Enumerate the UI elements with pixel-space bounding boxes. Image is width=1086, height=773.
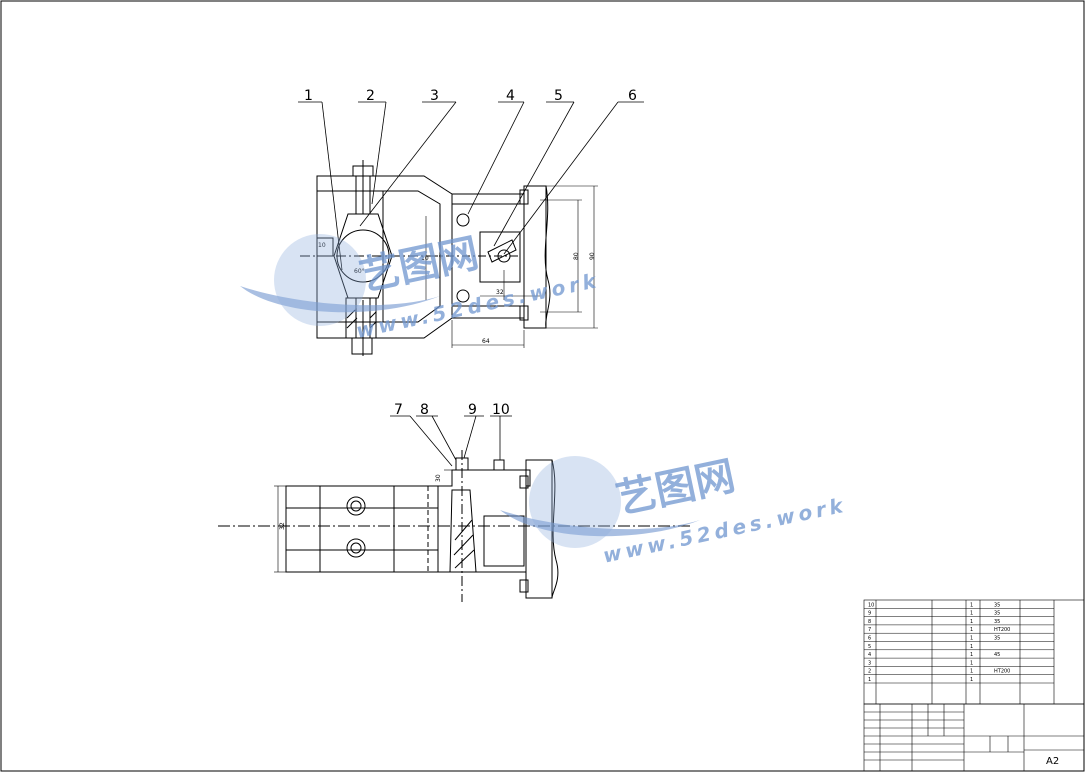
parts-cell-material: 35 bbox=[994, 611, 1000, 617]
parts-cell-no: 10 bbox=[868, 602, 874, 608]
balloon-6: 6 bbox=[628, 88, 637, 104]
dim-10-left: 10 bbox=[421, 255, 429, 262]
parts-cell-material: HT200 bbox=[994, 627, 1010, 633]
parts-cell-no: 4 bbox=[868, 652, 871, 658]
dim-80: 80 bbox=[573, 252, 580, 260]
front-view bbox=[300, 160, 551, 356]
parts-cell-material: 35 bbox=[994, 619, 1000, 625]
balloon-7: 7 bbox=[394, 402, 403, 418]
parts-list bbox=[863, 599, 1085, 705]
balloon-4: 4 bbox=[506, 88, 515, 104]
parts-cell-qty: 1 bbox=[970, 611, 973, 617]
dim-32: 32 bbox=[496, 289, 504, 296]
parts-cell-qty: 1 bbox=[970, 602, 973, 608]
parts-cell-no: 9 bbox=[868, 611, 871, 617]
top-view bbox=[218, 450, 690, 602]
title-block bbox=[863, 703, 1085, 772]
dim-60deg: 60° bbox=[354, 268, 365, 275]
parts-cell-no: 1 bbox=[868, 677, 871, 683]
dim-32-top: 32 bbox=[279, 522, 286, 530]
parts-cell-material: 35 bbox=[994, 602, 1000, 608]
parts-cell-no: 5 bbox=[868, 644, 871, 650]
balloon-2: 2 bbox=[366, 88, 375, 104]
parts-cell-no: 8 bbox=[868, 619, 871, 625]
balloon-10: 10 bbox=[492, 402, 510, 418]
balloon-5: 5 bbox=[554, 88, 563, 104]
parts-cell-qty: 1 bbox=[970, 627, 973, 633]
parts-cell-qty: 1 bbox=[970, 636, 973, 642]
dim-10-top: 10 bbox=[318, 242, 326, 249]
parts-cell-qty: 1 bbox=[970, 652, 973, 658]
parts-cell-no: 2 bbox=[868, 669, 871, 675]
parts-cell-no: 7 bbox=[868, 627, 871, 633]
parts-cell-material: HT200 bbox=[994, 669, 1010, 675]
dim-90: 90 bbox=[589, 252, 596, 260]
balloon-leaders bbox=[298, 101, 644, 467]
parts-cell-qty: 1 bbox=[970, 660, 973, 666]
parts-cell-material: 35 bbox=[994, 636, 1000, 642]
parts-cell-qty: 1 bbox=[970, 669, 973, 675]
sheet-size-label: A2 bbox=[1046, 756, 1059, 767]
watermark-brand-2: 艺图网 bbox=[612, 453, 739, 523]
parts-cell-material: 45 bbox=[994, 652, 1000, 658]
balloon-8: 8 bbox=[420, 402, 429, 418]
balloon-1: 1 bbox=[304, 88, 313, 104]
top-view-dimensions bbox=[274, 469, 452, 573]
balloon-3: 3 bbox=[430, 88, 439, 104]
dim-64: 64 bbox=[482, 338, 490, 345]
parts-cell-qty: 1 bbox=[970, 677, 973, 683]
watermark-logo-1: 艺图网 www.52des.work bbox=[240, 230, 602, 343]
balloon-9: 9 bbox=[468, 402, 477, 418]
parts-cell-no: 6 bbox=[868, 636, 871, 642]
parts-cell-qty: 1 bbox=[970, 619, 973, 625]
parts-cell-no: 3 bbox=[868, 660, 871, 666]
parts-cell-qty: 1 bbox=[970, 644, 973, 650]
dim-30: 30 bbox=[435, 474, 442, 482]
